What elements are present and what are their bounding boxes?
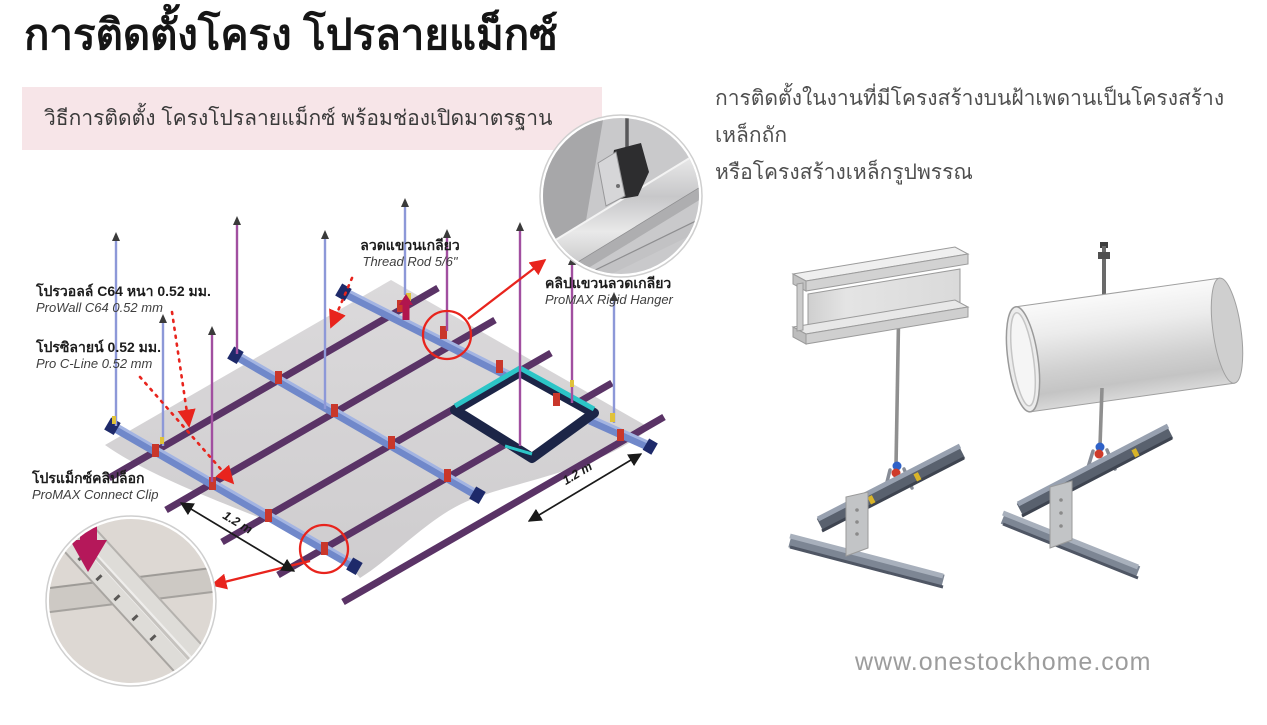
label-rigid-hanger-thai: คลิปแขวนลวดเกลียว bbox=[545, 275, 672, 291]
label-connect-clip-eng: ProMAX Connect Clip bbox=[32, 487, 159, 502]
label-rigid-hanger-eng: ProMAX Rigid Hanger bbox=[545, 292, 673, 307]
label-thread-rod: ลวดแขวนเกลียว Thread Rod 5/6" bbox=[340, 237, 480, 269]
highlight-circles bbox=[298, 309, 473, 575]
label-connect-clip-thai: โปรแม็กซ์คลิปล็อก bbox=[32, 470, 145, 486]
illustration-ibeam-hanger bbox=[788, 246, 970, 589]
hanger-rods bbox=[114, 206, 616, 482]
inset-connect-clip-photo bbox=[45, 515, 217, 687]
subtitle-banner-text: วิธีการติดตั้ง โครงโปรลายแม็กซ์ พร้อมช่อ… bbox=[44, 107, 553, 130]
label-thread-rod-eng: Thread Rod 5/6" bbox=[362, 254, 458, 269]
installation-note-line2: หรือโครงสร้างเหล็กรูปพรรณ bbox=[715, 161, 973, 184]
maroon-up-arrow bbox=[399, 294, 413, 320]
illustration-pipe-hanger bbox=[1000, 242, 1244, 580]
label-rigid-hanger: คลิปแขวนลวดเกลียว ProMAX Rigid Hanger bbox=[545, 275, 673, 307]
subtitle-banner: วิธีการติดตั้ง โครงโปรลายแม็กซ์ พร้อมช่อ… bbox=[22, 87, 602, 150]
label-thread-rod-thai: ลวดแขวนเกลียว bbox=[360, 237, 460, 253]
website-watermark: www.onestockhome.com bbox=[855, 648, 1152, 676]
rod-clip-details bbox=[112, 293, 615, 444]
installation-note: การติดตั้งในงานที่มีโครงสร้างบนฝ้าเพดานเ… bbox=[715, 80, 1245, 191]
label-prowall-thai: โปรวอลล์ C64 หนา 0.52 มม. bbox=[36, 283, 211, 299]
dashed-callout-arrows bbox=[138, 276, 354, 485]
page-title: การติดตั้งโครง โปรลายแม็กซ์ bbox=[24, 11, 558, 58]
label-procline-eng: Pro C-Line 0.52 mm bbox=[36, 356, 153, 371]
installation-note-line1: การติดตั้งในงานที่มีโครงสร้างบนฝ้าเพดานเ… bbox=[715, 87, 1225, 147]
label-connect-clip: โปรแม็กซ์คลิปล็อก ProMAX Connect Clip bbox=[32, 470, 158, 502]
label-prowall: โปรวอลล์ C64 หนา 0.52 มม. ProWall C64 0.… bbox=[36, 283, 211, 315]
label-procline-thai: โปรซิลายน์ 0.52 มม. bbox=[36, 339, 162, 355]
label-prowall-eng: ProWall C64 0.52 mm bbox=[36, 300, 163, 315]
label-procline: โปรซิลายน์ 0.52 มม. Pro C-Line 0.52 mm bbox=[36, 339, 161, 371]
